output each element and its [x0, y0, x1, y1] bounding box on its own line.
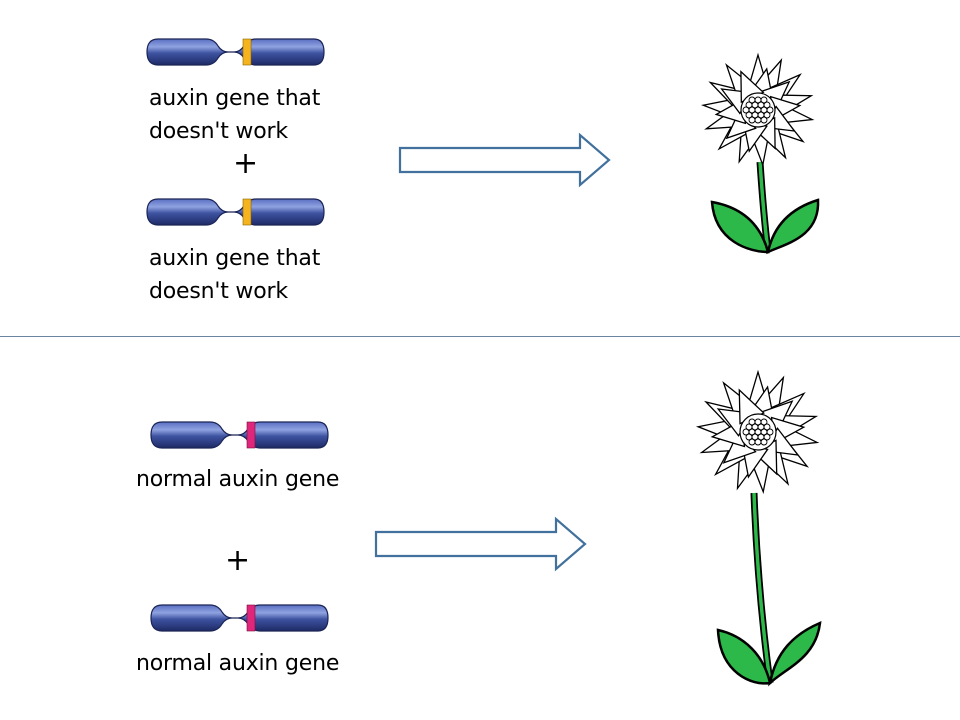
flower-head [695, 369, 820, 495]
chromosome-1-label: auxin gene that doesn't work [149, 86, 321, 144]
right-leaf [768, 621, 822, 687]
plus-sign: + [225, 543, 251, 578]
chromosome-2-label: auxin gene that doesn't work [149, 246, 321, 304]
flower-icon [700, 52, 820, 255]
chromosome-icon [150, 604, 329, 632]
arrow-right-icon [398, 132, 611, 188]
left-leaf [716, 628, 772, 685]
chromosome-icon [146, 38, 325, 66]
arrow-right-icon [374, 516, 587, 572]
chromosome-icon [150, 421, 329, 449]
flower-head [700, 52, 815, 168]
flower-stem [750, 492, 774, 684]
chromosome-3-label: normal auxin gene [136, 467, 340, 492]
plus-sign: + [233, 146, 259, 181]
right-leaf [766, 198, 820, 255]
chromosome-4-label: normal auxin gene [136, 651, 340, 676]
left-leaf [710, 200, 770, 254]
panel-divider [0, 336, 960, 337]
chromosome-icon [146, 198, 325, 226]
flower-stem [756, 161, 772, 253]
flower-icon [695, 369, 822, 687]
